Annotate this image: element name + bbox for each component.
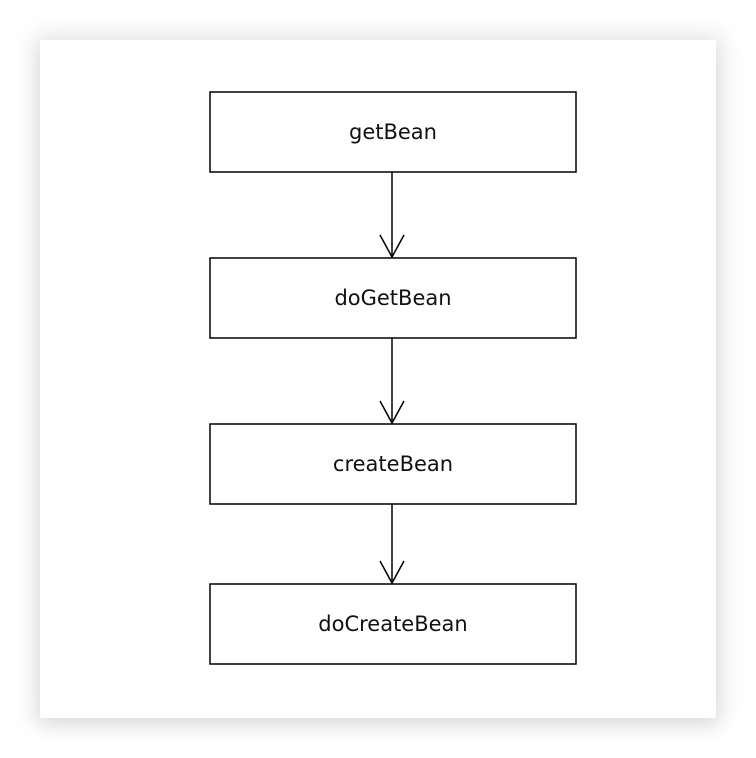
arrowhead-icon	[379, 234, 405, 259]
node-box	[209, 257, 577, 339]
node-label: doCreateBean	[318, 612, 467, 636]
node-docreatebean: doCreateBean	[209, 583, 577, 665]
node-label: getBean	[349, 120, 437, 144]
node-box	[209, 583, 577, 665]
edge-getbean-to-dogetbean	[379, 172, 405, 259]
node-label: createBean	[333, 452, 453, 476]
arrowhead-icon	[379, 560, 405, 585]
node-getbean: getBean	[209, 91, 577, 173]
node-box	[209, 423, 577, 505]
node-label: doGetBean	[334, 286, 451, 310]
arrowhead-icon	[379, 400, 405, 425]
node-dogetbean: doGetBean	[209, 257, 577, 339]
node-box	[209, 91, 577, 173]
edge-dogetbean-to-createbean	[379, 338, 405, 425]
edge-createbean-to-docreatebean	[379, 504, 405, 585]
node-createbean: createBean	[209, 423, 577, 505]
